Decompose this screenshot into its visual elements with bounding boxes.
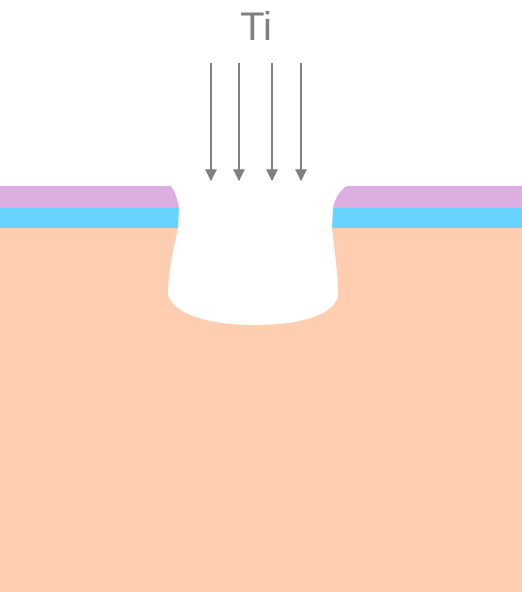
- blue-layer-left: [0, 208, 179, 228]
- deposition-label: Ti: [240, 5, 272, 49]
- purple-layer-left: [0, 186, 179, 208]
- deposition-arrows: [205, 63, 307, 182]
- substrate-layer: [0, 228, 522, 592]
- blue-layer-right: [332, 208, 522, 228]
- purple-layer-right: [333, 186, 522, 208]
